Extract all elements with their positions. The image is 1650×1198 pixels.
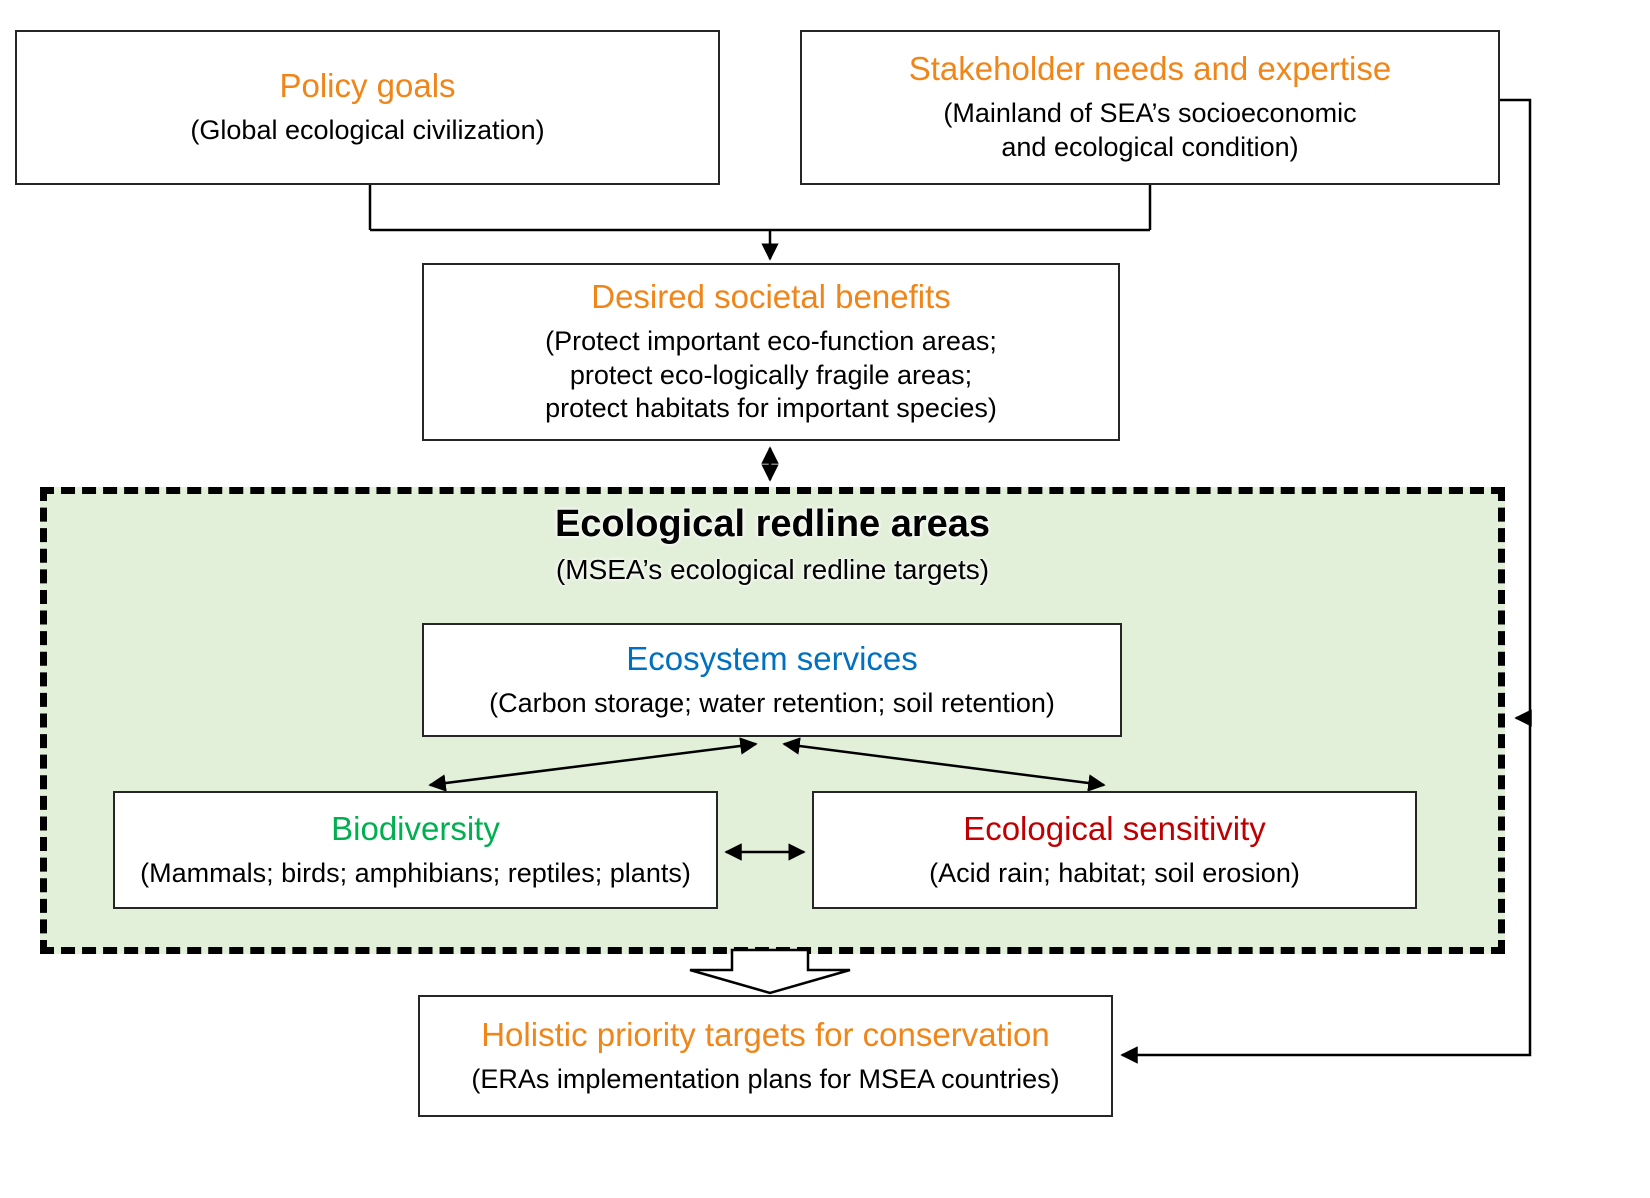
ecosystem-services-title: Ecosystem services xyxy=(626,639,918,677)
ecosystem-services-box: Ecosystem services (Carbon storage; wate… xyxy=(422,623,1122,737)
biodiversity-box: Biodiversity (Mammals; birds; amphibians… xyxy=(113,791,718,909)
policy-goals-title: Policy goals xyxy=(279,67,456,105)
ecological-sensitivity-subtitle: (Acid rain; habitat; soil erosion) xyxy=(929,857,1300,888)
desired-benefits-subtitle: (Protect important eco-function areas; p… xyxy=(545,325,997,424)
desired-benefits-box: Desired societal benefits (Protect impor… xyxy=(422,263,1120,441)
stakeholder-subtitle: (Mainland of SEA’s socioeconomic and eco… xyxy=(943,98,1357,162)
ecosystem-services-subtitle: (Carbon storage; water retention; soil r… xyxy=(489,687,1055,718)
policy-goals-box: Policy goals (Global ecological civiliza… xyxy=(15,30,720,185)
redline-region-subtitle: (MSEA’s ecological redline targets) xyxy=(555,554,990,585)
redline-region-title: Ecological redline areas xyxy=(554,503,991,545)
holistic-targets-box: Holistic priority targets for conservati… xyxy=(418,995,1113,1117)
redline-region-header: Ecological redline areas (MSEA’s ecologi… xyxy=(0,503,1545,586)
ecological-sensitivity-box: Ecological sensitivity (Acid rain; habit… xyxy=(812,791,1417,909)
biodiversity-title: Biodiversity xyxy=(331,809,500,847)
stakeholder-box: Stakeholder needs and expertise (Mainlan… xyxy=(800,30,1500,185)
holistic-targets-subtitle: (ERAs implementation plans for MSEA coun… xyxy=(471,1063,1060,1094)
ecological-sensitivity-title: Ecological sensitivity xyxy=(963,809,1266,847)
block-arrow-down xyxy=(689,948,851,995)
holistic-targets-title: Holistic priority targets for conservati… xyxy=(481,1015,1050,1053)
policy-goals-subtitle: (Global ecological civilization) xyxy=(190,115,545,146)
desired-benefits-title: Desired societal benefits xyxy=(591,277,951,315)
biodiversity-subtitle: (Mammals; birds; amphibians; reptiles; p… xyxy=(140,857,691,888)
stakeholder-title: Stakeholder needs and expertise xyxy=(908,50,1392,88)
